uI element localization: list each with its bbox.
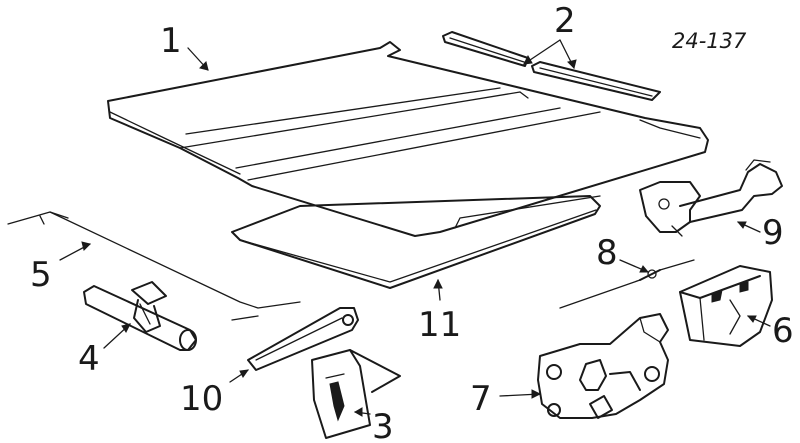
latch-support-bracket xyxy=(679,265,773,347)
reference-code: 24-137 xyxy=(672,29,747,53)
callout-11: 11 xyxy=(418,305,461,345)
callout-2: 2 xyxy=(554,1,576,41)
hood-panel xyxy=(107,41,709,237)
striker-plate xyxy=(311,349,401,439)
hood-hinge xyxy=(639,159,783,237)
release-handle xyxy=(83,281,197,351)
callout-7: 7 xyxy=(470,379,492,419)
leader-arrows xyxy=(59,39,771,417)
latch-lever xyxy=(247,307,359,371)
hood-latch-assembly xyxy=(537,313,669,419)
callout-9: 9 xyxy=(762,213,784,253)
callout-10: 10 xyxy=(180,379,223,419)
callout-3: 3 xyxy=(372,407,394,443)
hood-seal-strips xyxy=(442,31,661,101)
release-spring-cable xyxy=(559,259,695,309)
callout-8: 8 xyxy=(596,233,618,273)
hood-insulation-pad xyxy=(231,195,601,289)
callout-4: 4 xyxy=(78,339,100,379)
hood-prop-rod xyxy=(7,211,301,321)
callout-1: 1 xyxy=(160,21,182,61)
callout-6: 6 xyxy=(772,311,794,351)
callout-5: 5 xyxy=(30,255,52,295)
